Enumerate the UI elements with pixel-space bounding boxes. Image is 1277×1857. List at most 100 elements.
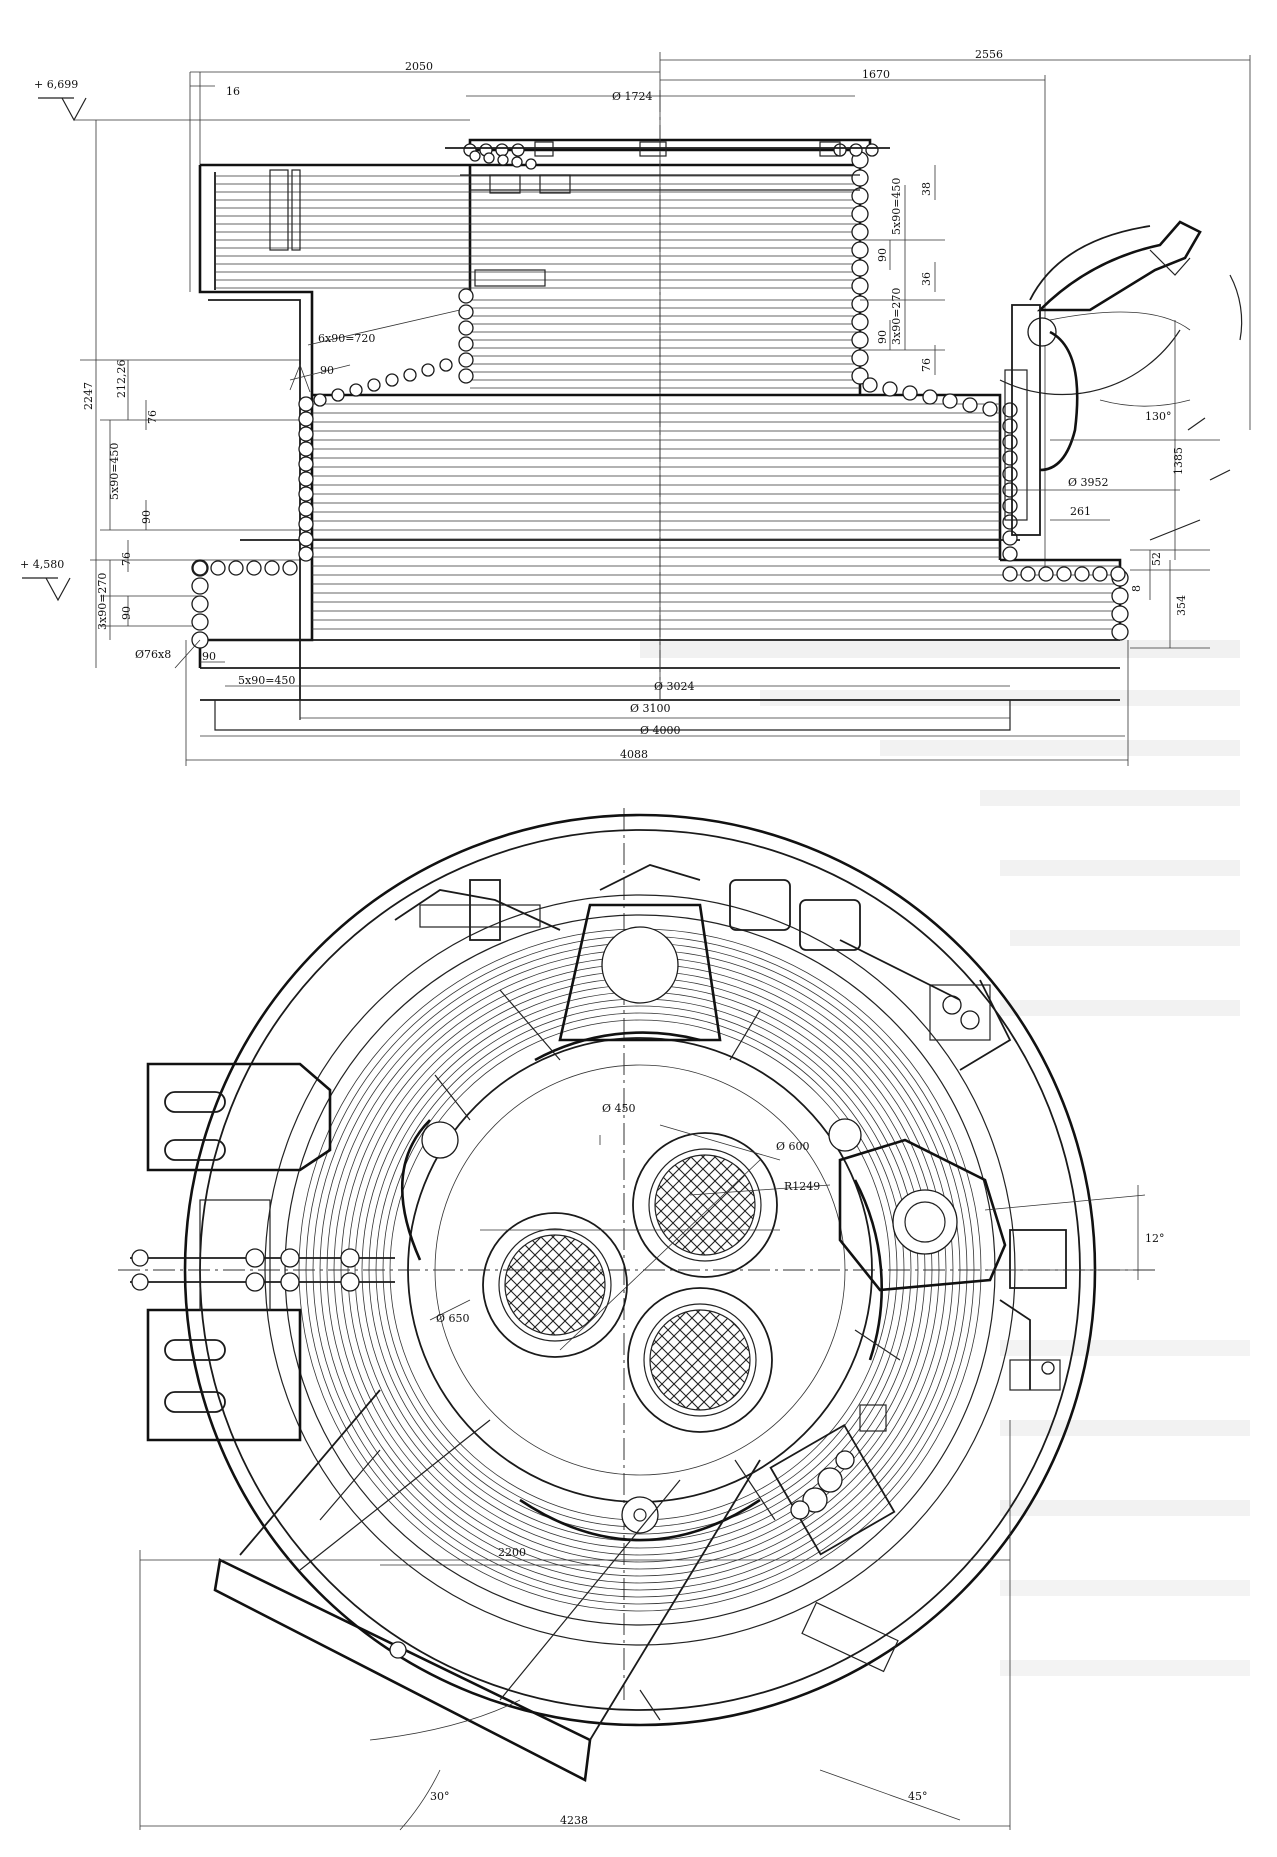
tube-section [851,349,869,367]
tube-section [1074,566,1090,582]
dim-90-a: 90 [876,248,889,262]
dim-261: 261 [1070,505,1091,518]
right-electrode-arm: 12° [838,1138,1165,1391]
tube-section [298,426,314,442]
dim-dia-3100: Ø 3100 [630,702,671,715]
dim-76-left-b: 76 [120,552,133,566]
electrode-arm-arc [853,1179,884,1361]
dim-16: 16 [226,85,240,98]
tube-section [421,363,435,377]
tube-section [439,358,453,372]
dim-90-mid: 90 [320,364,334,377]
roof-ring-arc [534,1031,701,1062]
dim-354: 354 [1175,595,1188,616]
tube-section [298,441,314,457]
dim-dia-600: Ø 600 [776,1140,810,1153]
bottom-dimensions: Ø76x8 90 5x90=450 Ø 3024 Ø 3100 Ø 4000 4… [135,639,1129,766]
tube-section [851,313,869,331]
tube-section [982,401,998,417]
tube-section [1038,566,1054,582]
tube-section [851,169,869,187]
tube-section [495,143,509,157]
tube-section [849,143,863,157]
dim-2247: 2247 [82,382,95,410]
tube-section [313,393,327,407]
top-dimension-lines: 2050 16 2556 1670 Ø 1724 [189,48,1251,700]
left-platforms [130,1062,395,1442]
electrode-core [654,1154,756,1256]
coil-windings [215,175,1120,630]
left-vertical-dimensions: 2247 212,26 76 5x90=450 90 76 3x90=270 9… [80,120,300,668]
tube-section [851,277,869,295]
bleed-through-text [640,640,1250,1676]
tilt-arm-mechanism: 1385 130° [999,220,1243,560]
tube-section [882,381,898,397]
dim-2050: 2050 [405,60,433,73]
tube-section [1002,402,1018,418]
dim-dia-1724: Ø 1724 [612,90,653,103]
electrode-diameter-line [559,1159,761,1351]
tube-section [511,143,525,157]
dim-5x90-450-left: 5x90=450 [108,443,121,500]
dim-2556: 2556 [975,48,1003,61]
electrode-shell [643,1303,757,1417]
angle-30: 30° [430,1790,450,1803]
tube-section [851,259,869,277]
tube-section [1111,623,1129,641]
dim-4238: 4238 [560,1814,588,1827]
elevation-section-view: 2050 16 2556 1670 Ø 1724 + 6,699 + 4,580… [20,48,1251,766]
dim-52: 52 [1150,552,1163,566]
coil-ring [375,1005,905,1535]
dim-212-26: 212,26 [115,360,128,399]
tube-section [851,241,869,259]
tube-section [367,378,381,392]
tube-section [246,560,262,576]
tube-section [298,486,314,502]
dim-1670: 1670 [862,68,890,81]
tube-section [458,320,474,336]
tube-section [403,368,417,382]
tube-section [525,158,537,170]
dim-90-left-b: 90 [120,606,133,620]
electrodes [480,1132,780,1433]
tube-section [228,560,244,576]
tube-section [962,397,978,413]
tube-section [1002,466,1018,482]
electrode-core [649,1309,751,1411]
dim-dia-3952: Ø 3952 [1068,476,1109,489]
electrode-shell [498,1228,612,1342]
dim-36: 36 [920,272,933,286]
dim-5x90-450-bottom: 5x90=450 [238,674,295,687]
dim-5x90-450-right: 5x90=450 [890,178,903,235]
dim-90-b: 90 [876,330,889,344]
angle-130: 130° [1145,410,1172,423]
elevation-bottom-label: + 4,580 [20,558,64,571]
tube-section [1002,418,1018,434]
dim-76-left: 76 [146,410,159,424]
tube-section [1002,450,1018,466]
tube-section [865,143,879,157]
tube-section [851,187,869,205]
tube-section [851,367,869,385]
tube-section [298,456,314,472]
dim-3x90-270-right: 3x90=270 [890,288,903,345]
electrode-hatch [655,1155,755,1255]
tube-section [458,352,474,368]
coil-ring [340,970,940,1570]
tube-section [851,223,869,241]
tube-section [1002,566,1018,582]
tube-section [469,150,481,162]
tube-section [458,368,474,384]
dim-38: 38 [920,182,933,196]
dim-dia-4000: Ø 4000 [640,724,681,737]
dim-8: 8 [1130,585,1143,592]
right-side-dimensions: 5x90=450 38 90 36 3x90=270 90 76 Ø 3952 … [860,165,1210,649]
dim-dia-450: Ø 450 [602,1102,636,1115]
dim-1385: 1385 [1172,447,1185,475]
tube-section [458,288,474,304]
tube-section [298,471,314,487]
top-collector [269,141,890,287]
dim-2200: 2200 [498,1546,526,1559]
tube-section [458,304,474,320]
